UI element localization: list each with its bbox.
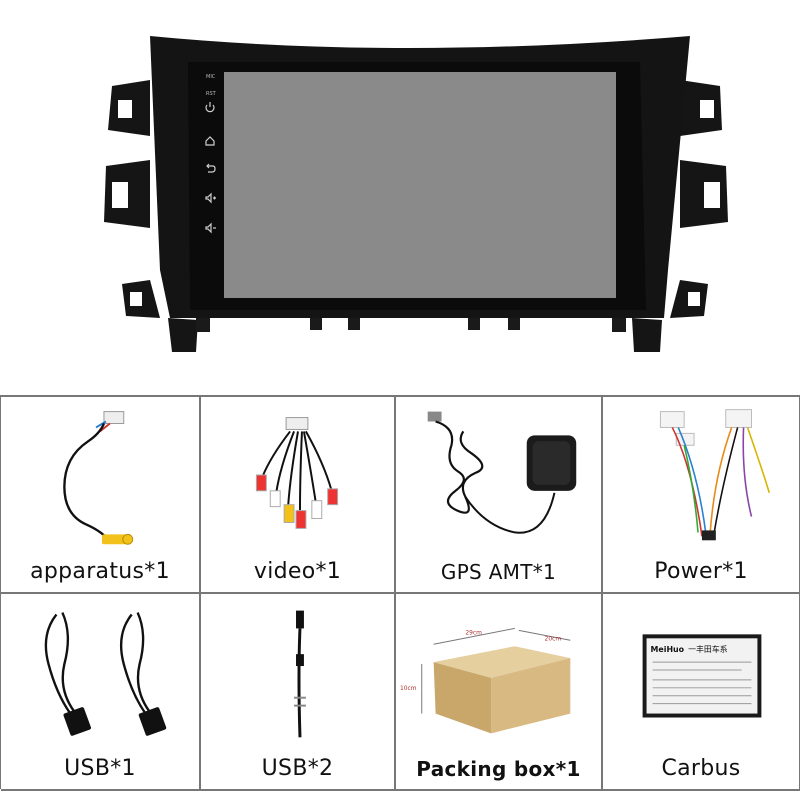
box-depth-label: 20cm	[545, 635, 562, 642]
accessory-label: apparatus*1	[30, 559, 170, 584]
accessory-label: Packing box*1	[416, 757, 581, 781]
camera-cable-icon	[63, 411, 134, 545]
accessory-canbus: MeiHuo 一丰田车系 Carbus	[603, 594, 800, 791]
canbus-brand: MeiHuo	[651, 645, 685, 654]
display-screen	[224, 72, 616, 298]
accessory-gps: GPS AMT*1	[396, 397, 603, 594]
left-brackets	[104, 80, 198, 352]
home-icon[interactable]	[205, 136, 215, 146]
accessory-video: video*1	[201, 397, 396, 594]
accessory-label: video*1	[253, 559, 342, 584]
accessory-label: Power*1	[654, 559, 748, 584]
volume-up-icon[interactable]	[205, 192, 216, 204]
back-icon[interactable]	[206, 163, 216, 173]
mic-label: MIC	[206, 74, 216, 80]
right-brackets	[632, 80, 728, 352]
accessory-label: USB*2	[261, 756, 334, 781]
power-icon[interactable]	[205, 102, 215, 113]
accessory-label: USB*1	[64, 756, 136, 781]
box-width-label: 29cm	[465, 629, 482, 636]
accessory-packing-box: 29cm 20cm 10cm Packing box*1	[396, 594, 603, 791]
accessory-apparatus: apparatus*1	[1, 397, 201, 594]
power-harness-icon	[659, 409, 771, 541]
canbus-title: 一丰田车系	[688, 644, 728, 654]
rst-label: RST	[206, 91, 217, 97]
accessories-grid: apparatus*1 video*1	[0, 395, 800, 791]
rca-video-cable-icon	[255, 417, 339, 529]
accessory-label: Carbus	[661, 756, 741, 781]
accessory-usb2: USB*2	[201, 594, 396, 791]
canbus-box-icon: MeiHuo 一丰田车系	[642, 634, 762, 718]
accessory-label: GPS AMT*1	[440, 560, 557, 584]
box-height-label: 10cm	[400, 685, 417, 692]
packing-box-icon: 29cm 20cm 10cm	[400, 627, 571, 734]
accessory-power: Power*1	[603, 397, 800, 594]
accessory-usb1: USB*1	[1, 594, 201, 791]
usb-cables-icon	[44, 612, 167, 736]
gps-antenna-icon	[427, 411, 577, 534]
head-unit-image: MIC RST	[104, 36, 728, 352]
volume-down-icon[interactable]	[205, 222, 216, 234]
usb-extension-icon	[294, 610, 306, 738]
